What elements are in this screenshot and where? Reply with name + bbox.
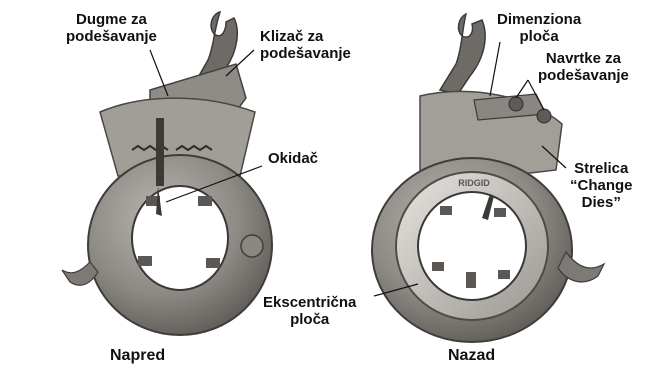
front-trigger — [156, 118, 164, 186]
label-change-dies-arrow: Strelica “Change Dies” — [570, 160, 633, 211]
back-nut-2 — [537, 109, 551, 123]
label-adjusting-nuts: Navrtke za podešavanje — [538, 50, 629, 84]
label-size-plate: Dimenziona ploča — [497, 11, 581, 45]
front-die-head — [62, 12, 272, 335]
back-nut-1 — [509, 97, 523, 111]
label-adjusting-button: Dugme za podešavanje — [66, 11, 157, 45]
label-trigger: Okidač — [268, 150, 318, 167]
back-hook — [440, 14, 485, 94]
front-left-wing — [62, 262, 98, 285]
ring-brand-text: RIDGID — [458, 178, 490, 188]
label-adjusting-slide: Klizač za podešavanje — [260, 28, 351, 62]
label-eccentric-plate: Ekscentrična ploča — [263, 294, 356, 328]
caption-front: Napred — [110, 347, 165, 365]
caption-back: Nazad — [448, 347, 495, 365]
front-knob — [241, 235, 263, 257]
